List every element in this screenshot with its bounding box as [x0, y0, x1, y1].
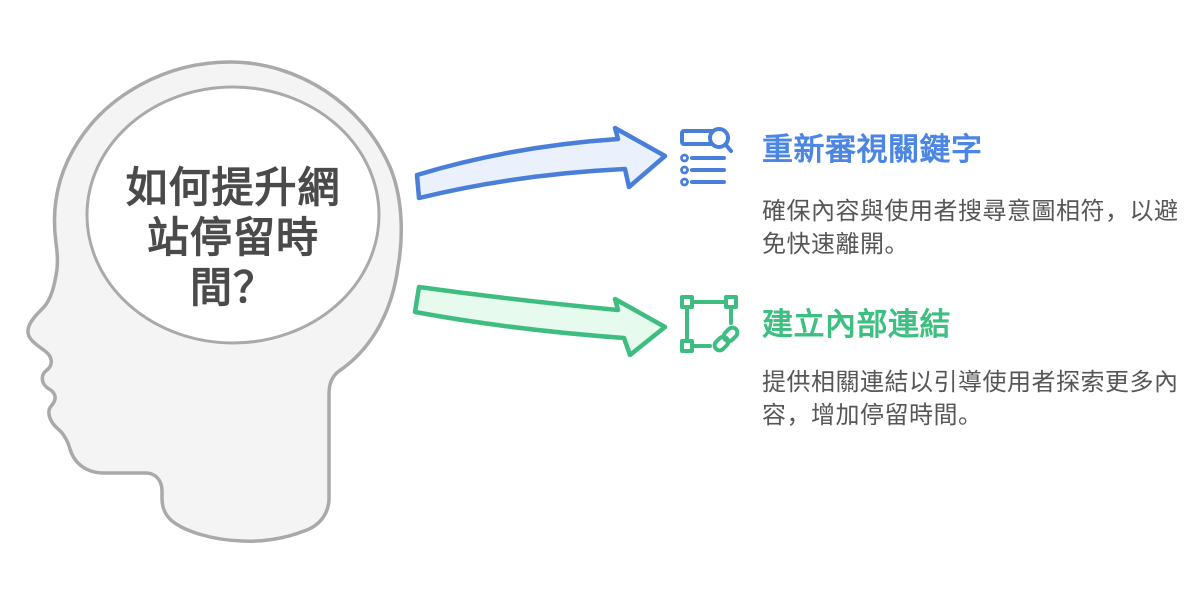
list-search-icon	[680, 127, 733, 187]
item-1-description: 確保內容與使用者搜尋意圖相符，以避免快速離開。	[762, 198, 1179, 258]
green-arrow	[412, 284, 668, 358]
item-2-description: 提供相關連結以引導使用者探索更多內容，增加停留時間。	[762, 369, 1179, 429]
selection-link-icon	[680, 295, 740, 353]
blue-arrow-shape	[414, 125, 668, 201]
frame-handle-top-left	[680, 295, 694, 309]
item-2-title: 建立內部連結	[762, 307, 951, 342]
frame-handle-top-right	[724, 295, 738, 309]
thought-circle	[85, 85, 381, 345]
head-question-text: 如何提升網 站停留時 間？	[125, 164, 341, 311]
frame-handle-bottom-left	[680, 339, 694, 353]
head-silhouette-graphic	[26, 60, 404, 543]
green-arrow-shape	[412, 284, 668, 358]
chain-link-glyph	[712, 325, 740, 353]
magnifier-handle	[723, 142, 733, 153]
magnifier-lens	[708, 127, 730, 149]
list-bullets	[680, 153, 689, 187]
item-1-title: 重新審視關鍵字	[762, 132, 983, 167]
blue-arrow	[414, 125, 668, 201]
